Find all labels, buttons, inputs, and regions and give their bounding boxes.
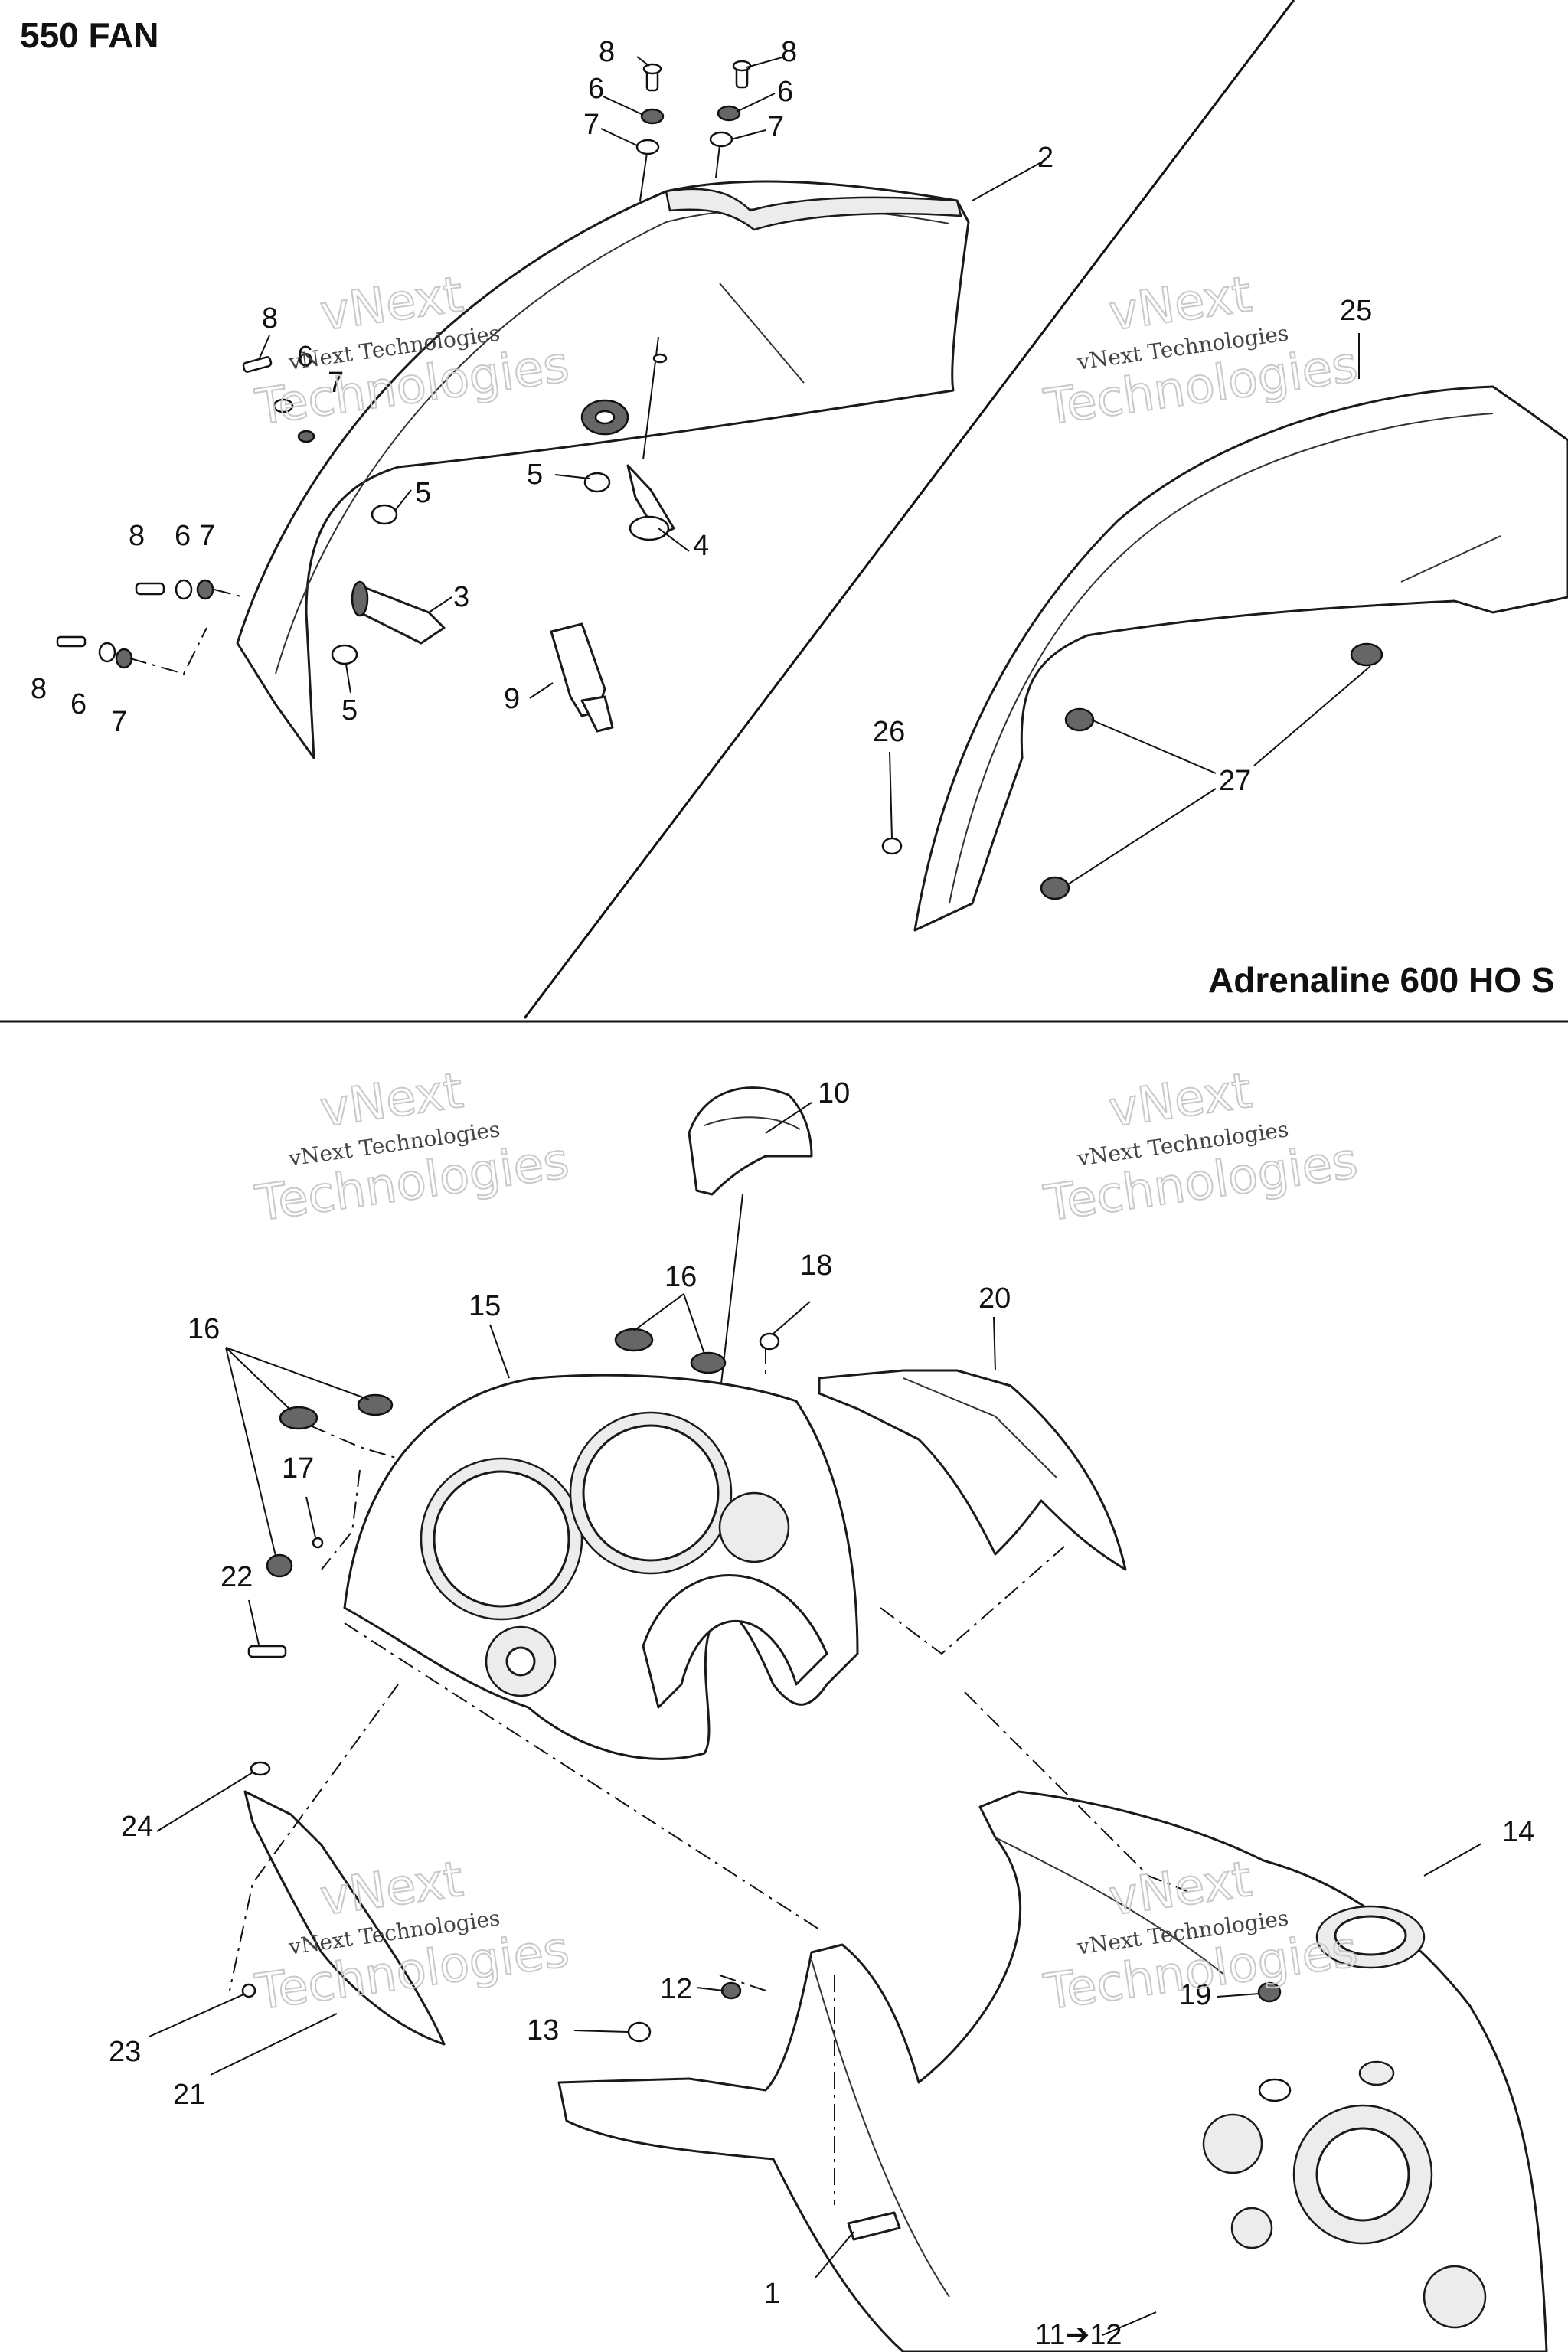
- windshield-part-2: [236, 180, 970, 760]
- section-title-550-fan: 550 FAN: [20, 15, 159, 55]
- callout-7c: 7: [328, 367, 344, 399]
- callout-26: 26: [873, 716, 905, 748]
- diagonal-divider: [523, 0, 1295, 1019]
- callout-3: 3: [453, 581, 469, 613]
- callout-6d: 6: [175, 520, 191, 552]
- windshield-part-25: [881, 385, 1568, 932]
- callout-18: 18: [800, 1250, 832, 1282]
- hardware-group-left: [56, 356, 315, 675]
- callout-9: 9: [504, 683, 520, 715]
- callout-5a: 5: [415, 477, 431, 509]
- callout-12: 12: [660, 1973, 692, 2005]
- callout-7a: 7: [583, 109, 599, 141]
- callout-16a: 16: [665, 1261, 697, 1293]
- callout-8d: 8: [129, 520, 145, 552]
- watermark-3: vNext vNext Technologies Technologies: [251, 1062, 573, 1233]
- lower-trim-part-21: [241, 1761, 446, 2046]
- callout-14: 14: [1502, 1816, 1534, 1848]
- callout-6a: 6: [588, 73, 604, 105]
- knobs-part-3-4-5: [331, 336, 675, 665]
- section-title-adrenaline: Adrenaline 600 HO S: [1208, 960, 1555, 1000]
- callout-19: 19: [1179, 1979, 1211, 2011]
- callout-5c: 5: [341, 694, 358, 727]
- assembly-lines: [229, 1348, 1187, 2205]
- callout-24: 24: [121, 1811, 153, 1843]
- callout-6e: 6: [70, 688, 87, 720]
- watermark-2: vNext vNext Technologies Technologies: [1040, 266, 1361, 437]
- callout-6b: 6: [777, 76, 793, 108]
- callout-7d: 7: [199, 520, 215, 552]
- callout-20: 20: [978, 1282, 1011, 1315]
- side-trim-part-20: [818, 1369, 1127, 1571]
- callout-2: 2: [1037, 142, 1054, 174]
- callout-10: 10: [818, 1077, 850, 1109]
- ring-part-14: [1315, 1905, 1426, 1969]
- callout-1: 1: [764, 2278, 780, 2310]
- callout-13: 13: [527, 2014, 559, 2047]
- grommets-part-16: [266, 1328, 727, 1578]
- body-part-1: [557, 1790, 1548, 2352]
- callout-5b: 5: [527, 459, 543, 491]
- callout-25: 25: [1340, 295, 1372, 327]
- callout-8c: 8: [262, 302, 278, 335]
- callout-23: 23: [109, 2036, 141, 2068]
- grip-part-9: [550, 622, 614, 733]
- callout-8a: 8: [599, 36, 615, 68]
- callout-11-12: 11➔12: [1035, 2319, 1122, 2351]
- callout-8b: 8: [781, 36, 797, 68]
- callout-4: 4: [693, 530, 709, 562]
- callout-leaders: [149, 56, 1482, 2336]
- callout-8e: 8: [31, 673, 47, 705]
- console-part-15: [343, 1374, 859, 1760]
- callout-27: 27: [1219, 765, 1251, 797]
- callout-6c: 6: [297, 341, 313, 373]
- callout-labels: 8 8 6 6 7 7 2 8 6 7 5 5 4 3 8 6 7 8 6 7 …: [31, 36, 1534, 2351]
- callout-15: 15: [469, 1290, 501, 1322]
- cowl-part-10: [688, 1086, 813, 1196]
- callout-21: 21: [173, 2079, 205, 2111]
- callout-16b: 16: [188, 1313, 220, 1345]
- callout-22: 22: [220, 1561, 253, 1593]
- watermark-4: vNext vNext Technologies Technologies: [1040, 1062, 1361, 1233]
- callout-17: 17: [282, 1452, 314, 1485]
- hardware-group-top: [635, 60, 752, 201]
- callout-7b: 7: [768, 111, 784, 143]
- callout-7e: 7: [111, 706, 127, 738]
